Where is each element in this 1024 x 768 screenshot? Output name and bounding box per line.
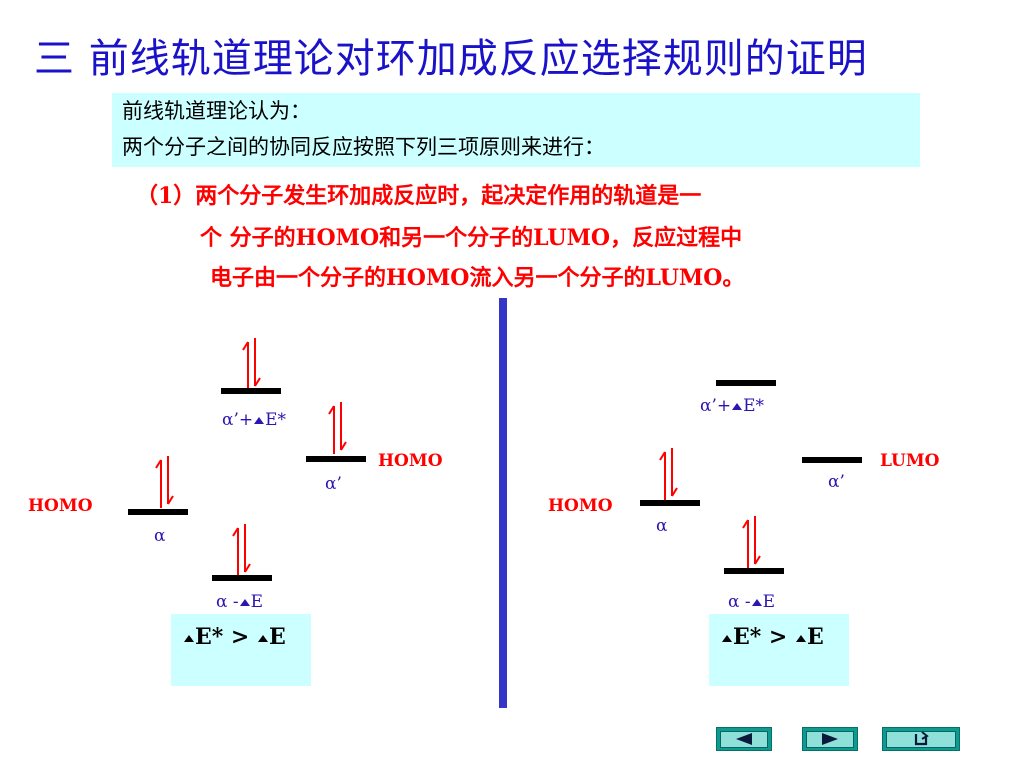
electron-arrow-down — [167, 456, 174, 505]
label-alpha-minus-e: α -E — [216, 592, 264, 612]
previous-icon — [736, 733, 752, 745]
orbital-level-upper — [221, 388, 281, 394]
orbital-level-alpha — [128, 509, 188, 515]
label-alpha-prime-plus-e: α’+E* — [222, 410, 287, 430]
right-electron-arrows — [659, 448, 761, 568]
electron-arrow-up — [659, 451, 666, 500]
label-alpha-prime: α’ — [325, 474, 342, 494]
principle-line-3: 电子由一个分子的HOMO流入另一个分子的LUMO。 — [210, 265, 745, 291]
label-alpha: α — [656, 516, 668, 536]
electron-arrow-up — [328, 405, 335, 454]
label-homo: HOMO — [378, 451, 443, 471]
page-title: 三 前线轨道理论对环加成反应选择规则的证明 — [34, 36, 868, 82]
left-electron-arrows — [155, 338, 347, 576]
orbital-level-upper — [716, 380, 776, 386]
principle-line-2: 个 分子的HOMO和另一个分子的LUMO，反应过程中 — [200, 225, 743, 251]
electron-arrow-up — [242, 341, 249, 390]
return-button[interactable] — [882, 727, 960, 751]
return-icon — [914, 731, 929, 746]
intro-line-1: 前线轨道理论认为： — [122, 99, 311, 123]
label-alpha-prime-plus-e: α’+E* — [700, 396, 765, 416]
orbital-level-alpha-prime — [306, 456, 366, 462]
previous-button[interactable] — [716, 727, 772, 751]
orbital-level-lower — [212, 575, 272, 581]
principle-line-1: （1）两个分子发生环加成反应时，起决定作用的轨道是一 — [136, 183, 702, 209]
orbital-level-lower — [724, 568, 784, 574]
electron-arrow-down — [754, 516, 761, 565]
energy-comparison: E* > E — [183, 624, 286, 650]
orbital-level-alpha — [640, 500, 700, 506]
electron-arrow-down — [340, 402, 347, 451]
electron-arrow-up — [232, 527, 239, 576]
label-alpha: α — [154, 526, 166, 546]
label-lumo: LUMO — [880, 451, 940, 471]
label-homo: HOMO — [28, 496, 93, 516]
orbital-level-alpha-prime — [802, 457, 862, 463]
energy-comparison: E* > E — [721, 624, 824, 650]
next-button[interactable] — [802, 727, 858, 751]
intro-box: 前线轨道理论认为： 两个分子之间的协同反应按照下列三项原则来进行： — [112, 93, 920, 167]
label-alpha-minus-e: α -E — [728, 592, 776, 612]
label-alpha-prime: α’ — [828, 472, 845, 492]
electron-arrow-down — [244, 524, 251, 573]
next-icon — [822, 733, 838, 745]
electron-arrow-up — [742, 519, 749, 568]
label-homo: HOMO — [548, 496, 613, 516]
electron-arrow-down — [671, 448, 678, 497]
electron-arrow-up — [155, 459, 162, 508]
energy-comparison-box: E* > E — [171, 614, 311, 686]
intro-line-2: 两个分子之间的协同反应按照下列三项原则来进行： — [122, 135, 605, 159]
energy-comparison-box: E* > E — [709, 614, 849, 686]
divider — [499, 298, 507, 708]
electron-arrow-down — [254, 338, 261, 387]
